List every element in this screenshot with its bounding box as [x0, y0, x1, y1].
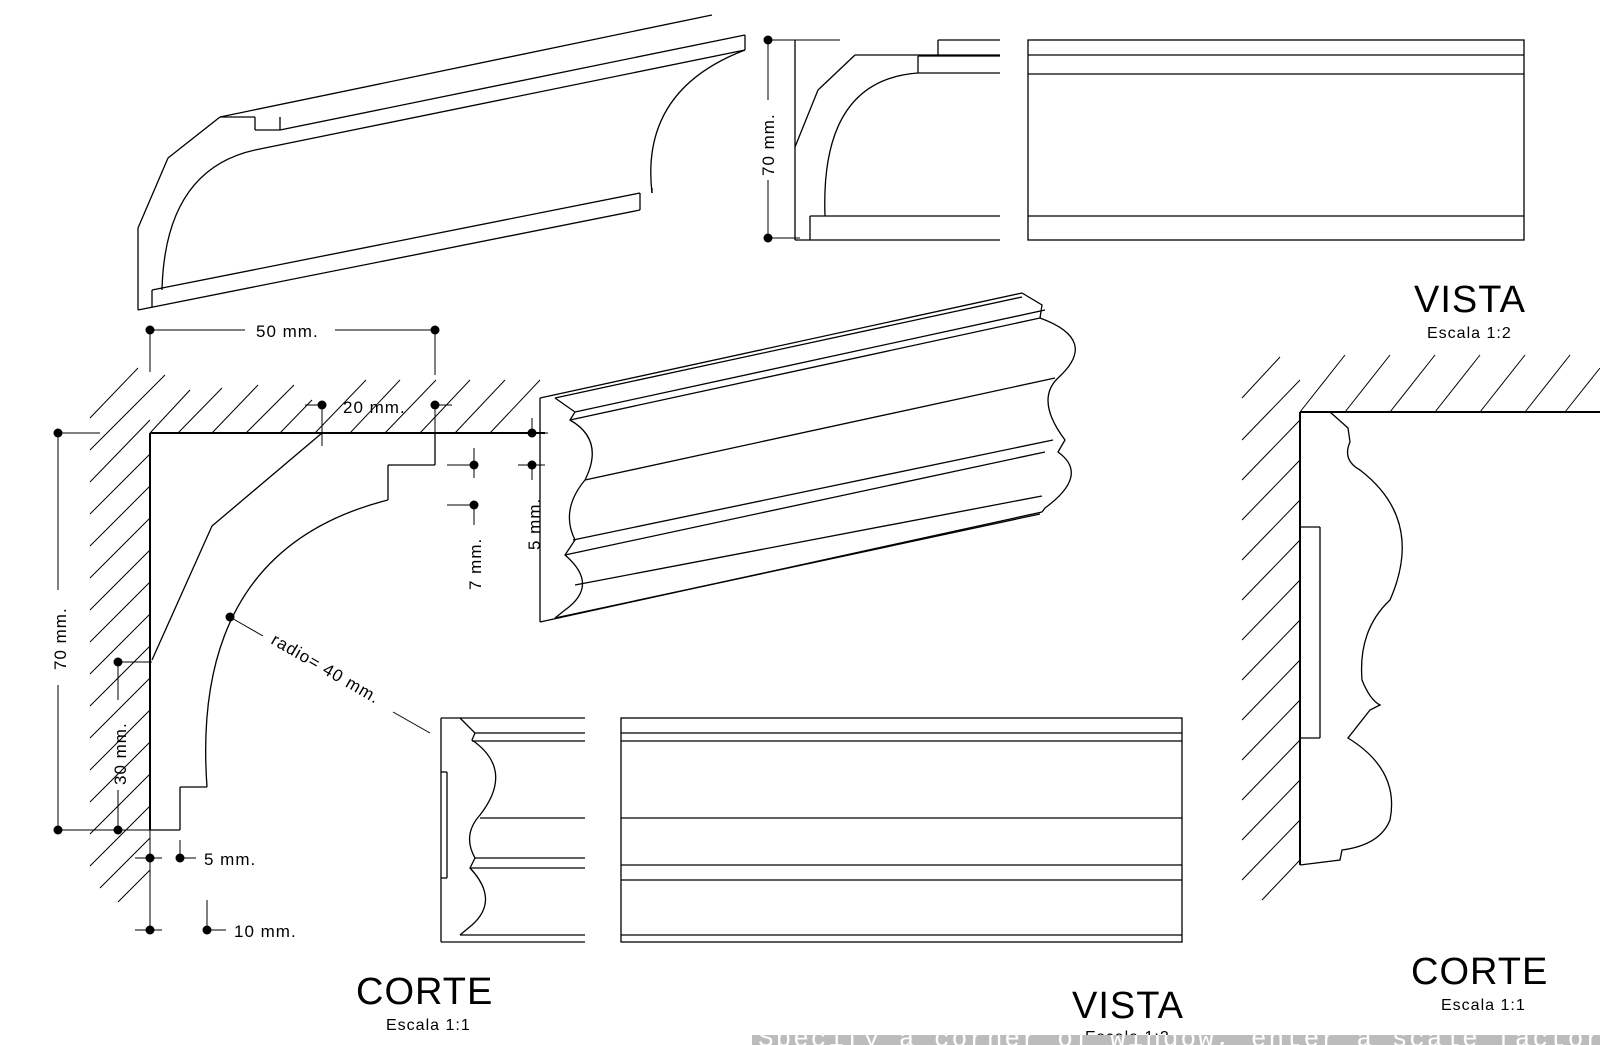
dim-7-label: 7 mm.: [466, 538, 485, 590]
dim-20-label: 20 mm.: [343, 398, 406, 417]
dim-70-left-label: 70 mm.: [51, 607, 70, 670]
moulding-perspective-view: [539, 292, 1076, 623]
dim-70-left: 70 mm.: [51, 428, 150, 835]
dim-5-vertical: 5 mm.: [518, 418, 548, 550]
wall-hatching-right: [1241, 354, 1600, 901]
command-line-text: Specify a corner of window, enter a scal…: [758, 1035, 1600, 1045]
dim-10-bottom-label: 10 mm.: [234, 922, 297, 941]
dim-radius-label: radio= 40 mm.: [268, 630, 383, 708]
dim-radius: radio= 40 mm.: [225, 612, 431, 734]
dim-50: 50 mm.: [145, 322, 440, 375]
corte-right-title: CORTE: [1411, 951, 1548, 993]
dim-10-bottom: 10 mm.: [135, 900, 297, 941]
dim-20: 20 mm.: [305, 398, 452, 446]
corte-left-scale: Escala 1:1: [386, 1017, 471, 1034]
dim-5-bottom-label: 5 mm.: [204, 850, 256, 869]
dim-30: 30 mm.: [111, 657, 152, 835]
dim-5-vertical-label: 5 mm.: [525, 498, 544, 550]
dim-5-bottom: 5 mm.: [135, 830, 256, 930]
wall-hatching-left: [89, 367, 541, 903]
cornice-section-profile: [149, 432, 545, 831]
corte-left-title: CORTE: [356, 971, 493, 1013]
dim-50-label: 50 mm.: [256, 322, 319, 341]
moulding-vista-bottom: [440, 717, 1183, 943]
vista-top-right-scale: Escala 1:2: [1427, 325, 1512, 342]
moulding-section-right: [1299, 411, 1600, 866]
command-line-banner: Specify a corner of window, enter a scal…: [752, 1035, 1600, 1045]
dim-70-top-label: 70 mm.: [759, 113, 778, 176]
corte-right-scale: Escala 1:1: [1441, 997, 1526, 1014]
cornice-vista-small: [794, 39, 1525, 241]
vista-bottom-title: VISTA: [1072, 985, 1184, 1027]
vista-top-right-title: VISTA: [1414, 279, 1526, 321]
dim-30-label: 30 mm.: [111, 722, 130, 785]
cornice-perspective-view: [137, 14, 746, 311]
dim-7: 7 mm.: [447, 448, 485, 590]
dim-70-top: 70 mm.: [758, 35, 840, 243]
